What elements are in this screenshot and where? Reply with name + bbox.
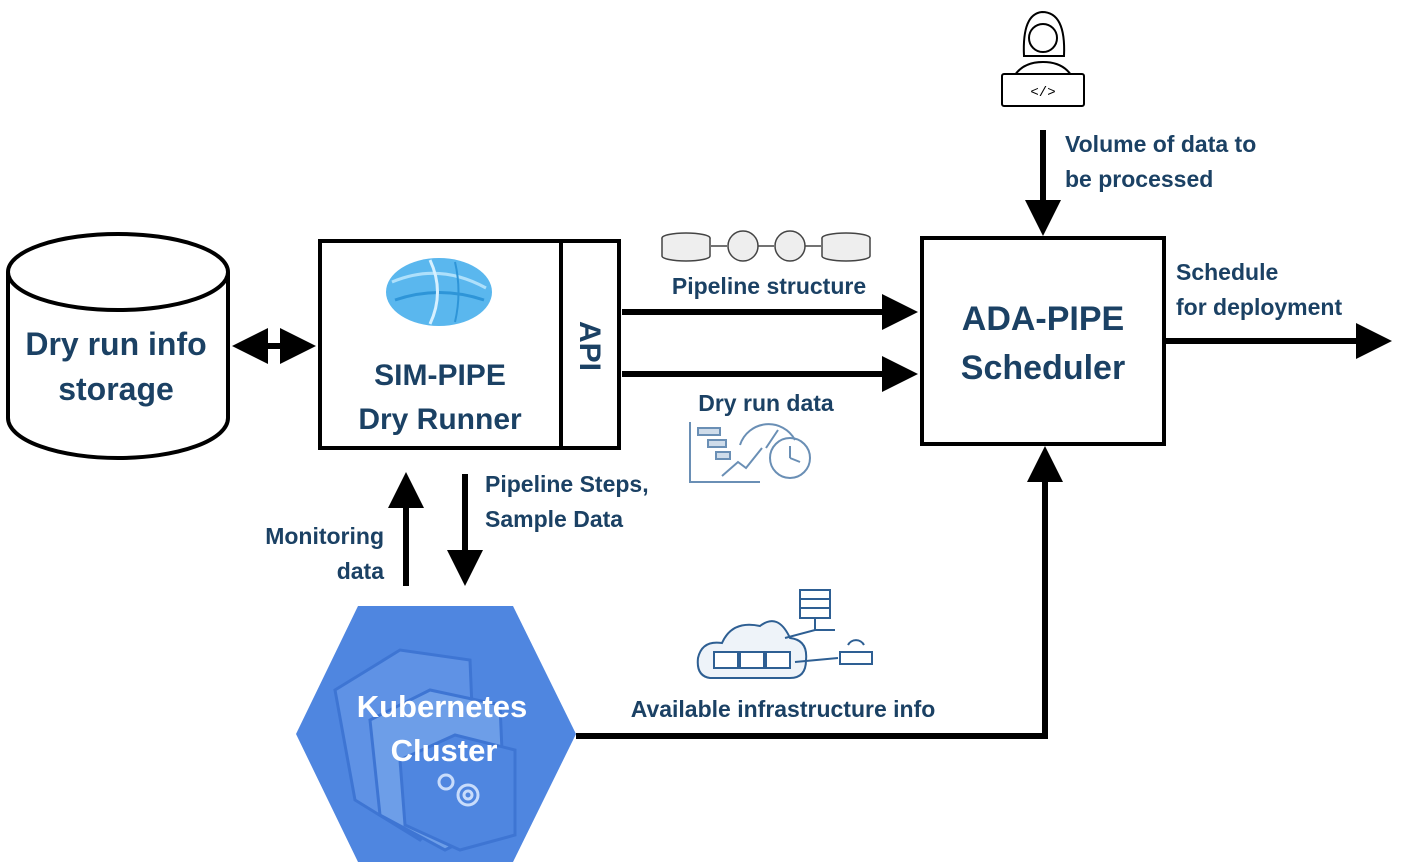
scheduler-label-line2: Scheduler [961,349,1125,387]
infra-arrow [576,446,1063,739]
kubernetes-label-line2: Cluster [391,733,498,768]
scheduler-box: ADA-PIPE Scheduler [920,236,1166,446]
steps-label-line2: Sample Data [485,506,623,532]
gear-icon [437,773,480,807]
svg-text:</>: </> [1030,85,1055,101]
simpipe-label-line2: Dry Runner [358,403,522,436]
volume-label-line1: Volume of data to [1065,131,1256,157]
monitoring-label-line2: data [337,558,385,584]
scheduler-label-line1: ADA-PIPE [962,300,1124,338]
schedule-label-line1: Schedule [1176,259,1278,285]
steps-label-line1: Pipeline Steps, [485,471,649,497]
kubernetes-label-line1: Kubernetes [357,689,528,724]
pipeline-structure-icon [661,230,871,262]
simpipe-label-line1: SIM-PIPE [374,359,506,392]
schedule-label-line2: for deployment [1176,294,1342,320]
simpipe-box: SIM-PIPE Dry Runner API [318,239,621,450]
storage-cylinder: Dry run info storage [6,232,230,460]
developer-icon: </> [1001,10,1085,107]
volume-label-line2: be processed [1065,166,1213,192]
simpipe-logo-icon [386,258,492,326]
infra-label: Available infrastructure info [631,696,936,722]
pipeline-structure-label: Pipeline structure [672,273,866,299]
api-label: API [573,321,606,371]
storage-label-line2: storage [58,371,174,407]
infrastructure-icon [696,589,873,679]
dry-run-data-icon [689,422,811,483]
storage-label-line1: Dry run info [25,326,206,362]
dry-run-data-label: Dry run data [698,390,834,416]
monitoring-label-line1: Monitoring [265,523,384,549]
kubernetes-cluster: Kubernetes Cluster [296,606,576,862]
